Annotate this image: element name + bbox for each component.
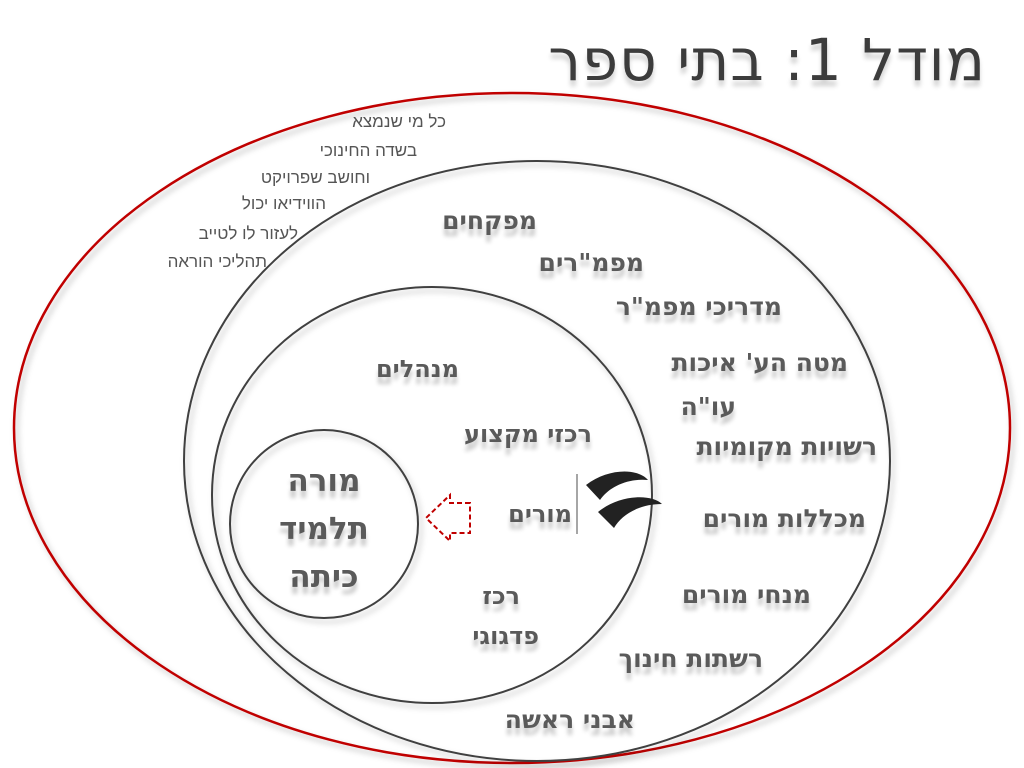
note-line: בשדה החינוכי <box>319 141 417 160</box>
page-title: מודל 1: בתי ספר <box>548 26 986 94</box>
note-line: לעזור לו לטייב <box>198 224 298 243</box>
label-supervisors: מפקחים <box>442 206 537 235</box>
label-mafmar-guides: מדריכי מפמ"ר <box>615 292 782 321</box>
label-cornerstones: אבני ראשה <box>504 705 635 734</box>
note-line: וחושב שפרויקט <box>260 168 370 187</box>
label-local-authorities: רשויות מקומיות <box>696 432 877 461</box>
label-mafmar: מפמ"רים <box>538 248 644 277</box>
ring-outer <box>183 160 891 762</box>
label-core-teacher: מורה <box>287 463 361 499</box>
label-coordinators: רכזי מקצוע <box>463 420 592 448</box>
label-core-classroom: כיתה <box>289 559 359 595</box>
logo-icon <box>586 471 662 528</box>
label-core-student: תלמיד <box>279 511 369 547</box>
note-line: תהליכי הוראה <box>167 252 267 271</box>
note-line: כל מי שנמצא <box>352 112 446 131</box>
label-pedagogic-coordinator-2: פדגוגי <box>472 622 539 650</box>
label-principals: מנהלים <box>375 355 459 383</box>
outer-ellipse <box>12 91 1012 765</box>
label-colleges: מכללות מורים <box>702 504 866 533</box>
label-quality-staff-2: עו"ה <box>680 392 736 421</box>
label-quality-staff: מטה הע' איכות <box>671 348 848 377</box>
label-teachers: מורים <box>508 500 572 528</box>
ring-core <box>229 429 419 619</box>
label-mentors: מנחי מורים <box>681 580 811 609</box>
label-pedagogic-coordinator: רכז <box>482 582 520 610</box>
ring-middle <box>211 286 653 704</box>
note-line: הווידיאו יכול <box>241 194 326 213</box>
label-networks: רשתות חינוך <box>618 644 763 673</box>
arrow-left-icon <box>424 492 471 544</box>
